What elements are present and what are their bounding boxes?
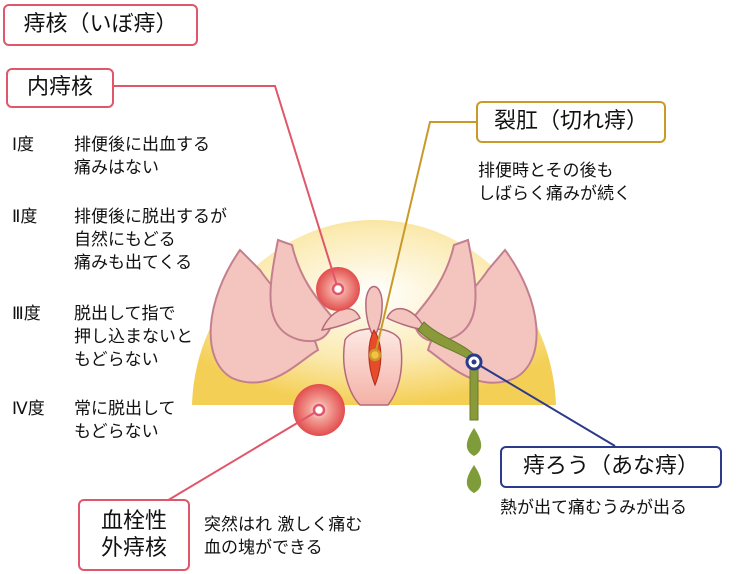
pus-drop-1 (466, 428, 482, 456)
leader-line-fissure (374, 121, 476, 356)
grade-1-text: 排便後に出血する 痛みはない (74, 135, 210, 178)
leader-line-fistula (473, 361, 616, 447)
grade-2-label: Ⅱ度 (12, 207, 38, 227)
internal-hemorrhoid-label: 内痔核 (6, 68, 114, 108)
fistula-label-text: 痔ろう（あな痔） (522, 454, 699, 480)
marker-thrombosed (312, 403, 326, 417)
thrombosed-label: 血栓性 外痔核 (78, 499, 190, 571)
leader-line-internal (114, 85, 339, 290)
marker-fistula-center (471, 359, 477, 365)
fissure-label-text: 裂肛（切れ痔） (493, 109, 648, 135)
canal-apex (365, 285, 383, 340)
title-box: 痔核（いぼ痔） (3, 4, 198, 46)
canal-top-fold-right (386, 307, 427, 331)
grade-3-label: Ⅲ度 (12, 304, 41, 324)
grade-2-text: 排便後に脱出するが 自然にもどる 痛みも出てくる (74, 207, 227, 273)
grade-3-text: 脱出して指で 押し込まないと もどらない (74, 304, 193, 370)
pus-drop-2 (466, 465, 482, 493)
canal-top-fold-left (320, 307, 361, 331)
marker-fissure (368, 348, 382, 362)
fistula-tract (417, 321, 479, 421)
page-title: 痔核（いぼ痔） (23, 12, 178, 38)
fistula-label: 痔ろう（あな痔） (500, 446, 722, 488)
marker-internal (331, 282, 345, 296)
fissure-description: 排便時とその後も しばらく痛みが続く (478, 161, 631, 204)
thrombosed-label-line1: 血栓性 (100, 508, 167, 534)
fissure-label: 裂肛（切れ痔） (476, 101, 666, 143)
fistula-description: 熱が出て痛むうみが出る (500, 498, 687, 518)
grade-1-label: Ⅰ度 (12, 135, 35, 155)
thrombosed-label-line2: 外痔核 (100, 536, 167, 561)
right-muscle-inner (411, 238, 477, 343)
leader-line-thrombosed (159, 409, 320, 506)
grade-4-label: Ⅳ度 (12, 399, 45, 419)
left-muscle-inner (269, 238, 335, 343)
internal-label-text: 内痔核 (26, 75, 93, 101)
thrombosed-description: 突然はれ 激しく痛む 血の塊ができる (204, 515, 363, 558)
grade-4-text: 常に脱出して もどらない (74, 399, 176, 442)
